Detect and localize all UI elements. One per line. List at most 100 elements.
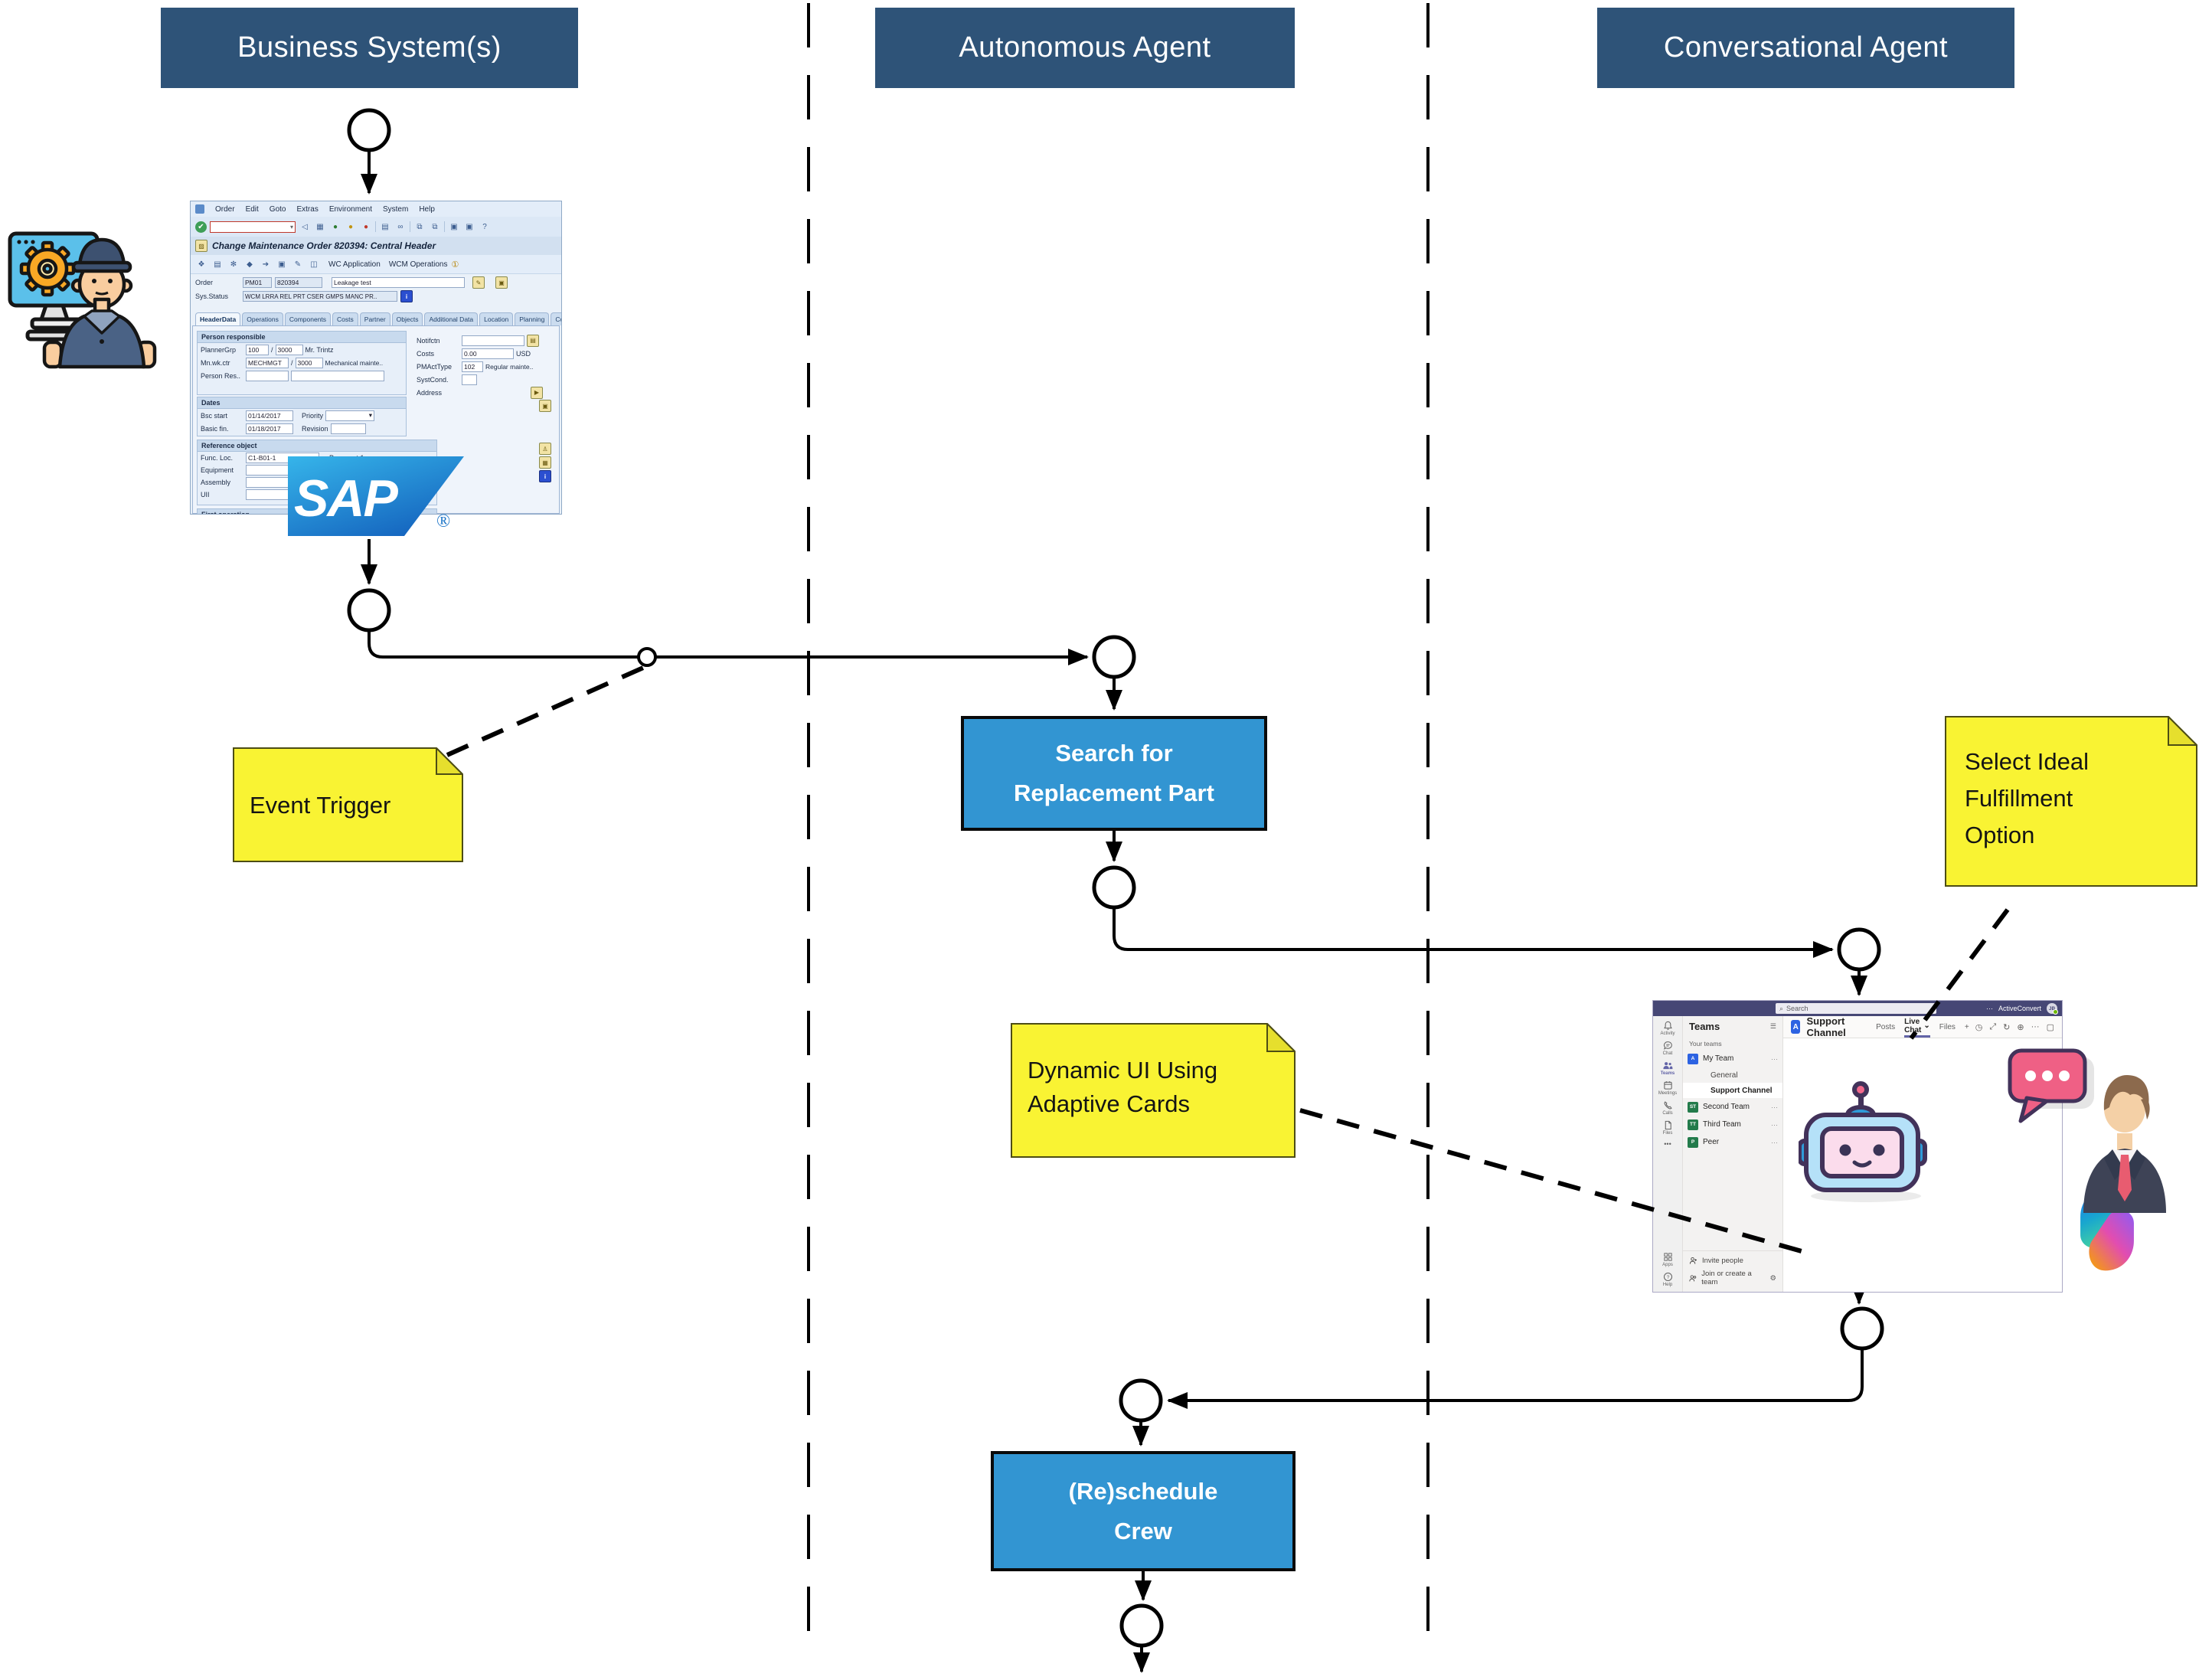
sidebar-item-my-team[interactable]: A My Team ··· [1683,1050,1782,1067]
sap-edit-icon[interactable]: ✎ [472,276,485,289]
sap-tab-additional-data[interactable]: Additional Data [424,312,479,325]
sidebar-channel-support-channel[interactable]: Support Channel [1683,1083,1782,1098]
sap-hierarchy-icon[interactable]: ▦ [539,456,551,469]
sap-save-icon[interactable]: ▦ [316,222,324,231]
sap-app-icon[interactable]: ❖ [198,260,205,269]
rail-item-chat[interactable]: Chat [1653,1039,1682,1057]
sap-back-icon[interactable]: ◁ [302,222,308,231]
sap-menu-help[interactable]: Help [419,204,435,214]
sap-tab-headerdata[interactable]: HeaderData [195,312,241,325]
sap-systcond-field[interactable] [462,374,477,385]
avatar[interactable]: JB [2047,1003,2058,1015]
sap-menu-system[interactable]: System [382,204,409,214]
sap-app-icon[interactable]: ✎ [294,260,302,269]
sap-costs-field[interactable]: 0.00 [462,348,514,359]
gear-icon[interactable]: ⚙ [1769,1273,1776,1283]
rail-item-files[interactable]: Files [1653,1119,1682,1137]
sap-tab-partner[interactable]: Partner [359,312,390,325]
sap-info-icon[interactable]: i [400,290,413,302]
more-icon[interactable]: ··· [1771,1120,1778,1129]
sap-menu-goto[interactable]: Goto [269,204,286,214]
rail-item-more[interactable]: ••• [1653,1139,1682,1149]
expand-icon[interactable]: ⤢ [1989,1021,1997,1031]
teams-search-input[interactable]: ⌕ Search [1776,1003,1936,1014]
sap-app-icon[interactable]: ▣ [278,260,286,269]
sap-command-field[interactable]: ▾ [210,221,296,233]
sap-enter-icon[interactable]: ✔ [195,221,207,233]
sap-plannergrp-field[interactable]: 100 [246,344,269,355]
sap-address-icon[interactable]: ▶ [531,386,543,399]
refresh-icon[interactable]: ↻ [2003,1022,2011,1032]
sap-workcenter-field[interactable]: MECHMGT [246,357,289,368]
sap-plannergrp-plant-field[interactable]: 3000 [275,344,303,355]
sap-wcm-operations-button[interactable]: WCM Operations [388,260,448,269]
more-icon[interactable]: ··· [2031,1022,2040,1031]
sap-print-icon[interactable]: ▤ [381,222,389,231]
sap-tab-objects[interactable]: Objects [391,312,423,325]
sap-tab-location[interactable]: Location [479,312,514,325]
sap-pmacttype-field[interactable]: 102 [462,361,483,372]
sap-person-res-name-field[interactable] [291,370,384,381]
rail-item-teams[interactable]: Teams [1653,1059,1682,1077]
sap-tab-operations[interactable]: Operations [242,312,283,325]
sap-create-doc-icon[interactable]: ▤ [527,334,539,347]
sidebar-item-peer[interactable]: P Peer ··· [1683,1133,1782,1151]
tab-live-chat[interactable]: Live Chat ⌄ [1904,1016,1930,1038]
sap-menu-order[interactable]: Order [215,204,235,214]
rail-item-apps[interactable]: Apps [1653,1250,1682,1269]
sap-tab-components[interactable]: Components [284,312,332,325]
sap-revision-field[interactable] [330,423,366,434]
tab-add[interactable]: + [1964,1022,1969,1031]
sap-folder-icon[interactable]: ▣ [495,276,508,289]
sap-page-icon[interactable]: ⧉ [432,222,438,231]
recent-icon[interactable]: ◷ [1975,1022,1983,1032]
sap-basic-fin-field[interactable]: 01/18/2017 [246,423,293,434]
sap-info-icon[interactable]: i [539,470,551,482]
meet-icon[interactable]: ▢ [2046,1022,2054,1032]
rail-item-meetings[interactable]: Meetings [1653,1079,1682,1097]
sap-wc-application-button[interactable]: WC Application [328,260,381,269]
sap-structure-icon[interactable]: ♙ [539,443,551,455]
sap-workcenter-plant-field[interactable]: 3000 [295,357,323,368]
sap-app-icon[interactable]: ◫ [310,260,318,269]
sap-window-icon[interactable]: ▣ [450,222,458,231]
globe-icon[interactable]: ⊕ [2017,1022,2024,1032]
sidebar-item-third-team[interactable]: TT Third Team ··· [1683,1116,1782,1133]
sap-window-icon[interactable]: ▣ [466,222,473,231]
invite-people-button[interactable]: Invite people [1683,1254,1782,1267]
sap-order-number-field[interactable]: 820394 [275,277,322,288]
tab-files[interactable]: Files [1939,1022,1956,1031]
sap-order-type-field[interactable]: PM01 [243,277,272,288]
sap-person-res-field[interactable] [246,370,289,381]
sap-folder-icon[interactable]: ▣ [539,400,551,412]
rail-item-calls[interactable]: Calls [1653,1099,1682,1117]
sap-priority-select[interactable]: ▾ [325,410,375,421]
sap-app-icon[interactable]: ▤ [214,260,221,269]
sap-menu-edit[interactable]: Edit [245,204,259,214]
sap-app-icon[interactable]: ◆ [247,260,253,269]
sap-page-icon[interactable]: ⧉ [417,222,423,231]
sidebar-channel-general[interactable]: General [1711,1070,1738,1080]
filter-icon[interactable]: ☰ [1769,1022,1776,1030]
more-icon[interactable]: ··· [1771,1138,1778,1146]
more-icon[interactable]: ··· [1985,1005,1993,1012]
tab-posts[interactable]: Posts [1876,1022,1896,1031]
sidebar-item-second-team[interactable]: ST Second Team ··· [1683,1098,1782,1116]
sap-app-icon[interactable]: ✻ [230,260,237,269]
sap-tab-control[interactable]: Control [551,312,561,325]
sap-tab-planning[interactable]: Planning [515,312,550,325]
sap-order-desc-field[interactable]: Leakage test [332,277,465,288]
sap-menu-extras[interactable]: Extras [296,204,319,214]
sap-cancel-icon[interactable]: ● [363,222,369,231]
sap-find-icon[interactable]: ∞ [397,222,404,231]
sap-notifctn-field[interactable] [462,335,524,346]
sap-bsc-start-field[interactable]: 01/14/2017 [246,410,293,421]
rail-item-help[interactable]: ? Help [1653,1270,1682,1289]
more-icon[interactable]: ··· [1771,1054,1778,1063]
sap-nav-icon[interactable]: ● [348,222,354,231]
sap-menu-environment[interactable]: Environment [328,204,372,214]
sap-app-icon[interactable]: ➔ [262,260,270,269]
sap-nav-icon[interactable]: ● [332,222,338,231]
rail-item-activity[interactable]: Activity [1653,1019,1682,1038]
join-or-create-team-button[interactable]: Join or create a team ⚙ [1683,1267,1782,1289]
